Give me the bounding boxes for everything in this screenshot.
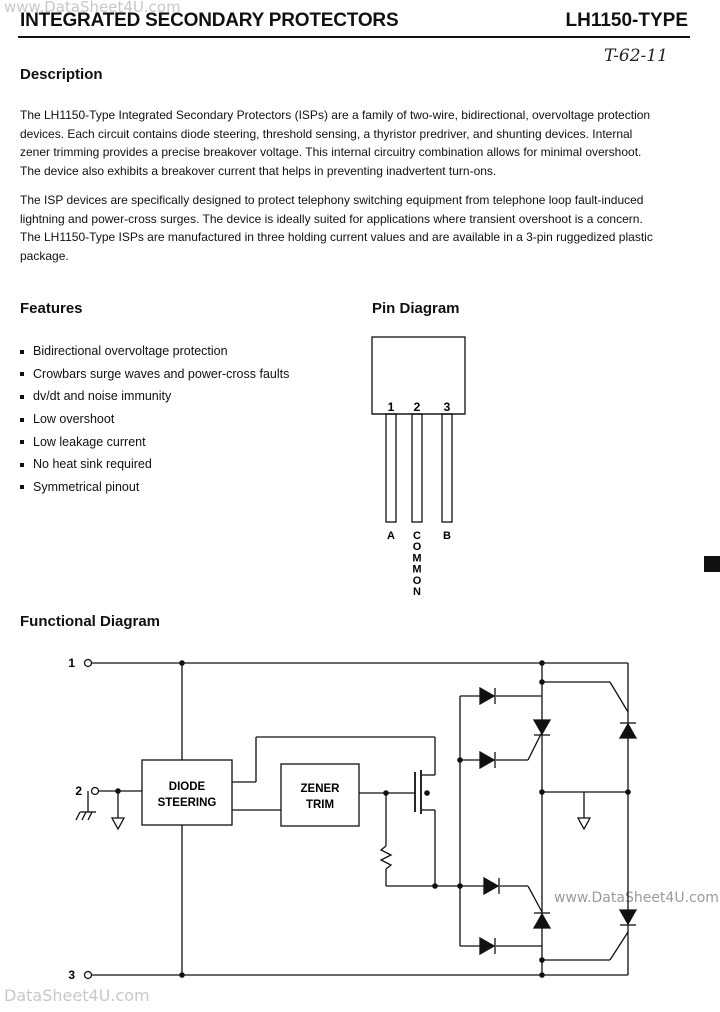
junction-dot xyxy=(539,660,545,666)
ground-icon xyxy=(576,817,592,831)
junction-dot xyxy=(539,972,545,978)
junction-dot xyxy=(539,789,545,795)
junction-dot xyxy=(457,757,463,763)
diode-steering-block xyxy=(141,759,233,826)
terminal-label-3: 3 xyxy=(68,968,75,982)
watermark-top: www.DataSheet4U.com xyxy=(4,0,181,16)
thyristor-icon xyxy=(618,909,638,926)
handwritten-note: T-62-11 xyxy=(604,46,668,66)
terminal-1 xyxy=(83,658,93,668)
junction-dot xyxy=(625,789,631,795)
diode-steering-label-2: STEERING xyxy=(158,797,217,809)
terminal-label-1: 1 xyxy=(68,656,75,670)
pin-name-b: B xyxy=(443,530,451,542)
zener-trim-label-1: ZENER xyxy=(301,783,341,795)
junction-dot xyxy=(539,679,545,685)
junction-dot xyxy=(179,660,185,666)
pin-name-a: A xyxy=(387,530,395,542)
junction-dot xyxy=(539,957,545,963)
pin-lead-3 xyxy=(441,413,453,523)
list-item: Low overshoot xyxy=(20,408,289,431)
terminal-3 xyxy=(83,970,93,980)
zener-trim-block xyxy=(280,763,360,827)
header-rule xyxy=(18,36,690,38)
bullet-icon xyxy=(20,485,24,490)
text-line: The ISP devices are specifically designe… xyxy=(20,193,644,207)
junction-dot xyxy=(115,788,121,794)
functional-diagram-heading: Functional Diagram xyxy=(20,613,161,630)
diode-icon xyxy=(479,686,496,706)
diode-icon xyxy=(479,936,496,956)
text-line: package. xyxy=(20,248,69,263)
text-line: devices. Each circuit contains diode ste… xyxy=(20,126,633,141)
list-item: Low leakage current xyxy=(20,430,289,453)
watermark-bottom: DataSheet4U.com xyxy=(4,986,150,1005)
bullet-icon xyxy=(20,462,24,467)
junction-dot xyxy=(424,790,430,796)
text-line: The device also exhibits a breakover cur… xyxy=(20,163,497,178)
bullet-icon xyxy=(20,349,24,354)
list-item: dv/dt and noise immunity xyxy=(20,385,289,408)
part-number: LH1150-TYPE xyxy=(565,10,689,31)
terminal-2 xyxy=(90,786,100,796)
text-line: lightning and power-cross surges. The de… xyxy=(20,211,643,226)
diode-icon xyxy=(479,750,496,770)
diode-steering-label-1: DIODE xyxy=(169,781,206,793)
section-tab-marker xyxy=(704,556,720,572)
pin-number-3: 3 xyxy=(444,400,451,414)
pin-number-1: 1 xyxy=(388,400,395,414)
pin-lead-1 xyxy=(385,413,397,523)
functional-diagram: 1 2 3 DIODE STEERING ZENER TRIM xyxy=(68,656,638,982)
list-item: Crowbars surge waves and power-cross fau… xyxy=(20,363,289,386)
junction-dot xyxy=(179,972,185,978)
thyristor-icon xyxy=(532,719,552,736)
junction-dot xyxy=(432,883,438,889)
list-item: Symmetrical pinout xyxy=(20,476,289,499)
text-line: The LH1150-Type ISPs are manufactured in… xyxy=(20,230,653,244)
bullet-icon xyxy=(20,417,24,422)
junction-dot xyxy=(457,883,463,889)
thyristor-icon xyxy=(532,912,552,929)
features-heading: Features xyxy=(20,300,83,317)
description-paragraph-2: The ISP devices are specifically designe… xyxy=(20,191,692,265)
document-title: INTEGRATED SECONDARY PROTECTORS xyxy=(20,10,399,31)
bullet-icon xyxy=(20,372,24,377)
pin-number-2: 2 xyxy=(414,400,421,414)
pin-diagram-heading: Pin Diagram xyxy=(372,300,460,317)
bullet-icon xyxy=(20,394,24,399)
pin-lead-2 xyxy=(411,413,423,523)
thyristor-icon xyxy=(618,722,638,739)
ground-icon xyxy=(110,817,126,831)
text-line: The LH1150-Type Integrated Secondary Pro… xyxy=(20,108,651,122)
bullet-icon xyxy=(20,440,24,445)
terminal-label-2: 2 xyxy=(75,784,82,798)
list-item: No heat sink required xyxy=(20,453,289,476)
description-paragraph-1: The LH1150-Type Integrated Secondary Pro… xyxy=(20,106,692,180)
description-heading: Description xyxy=(20,66,103,83)
diode-icon xyxy=(483,876,500,896)
watermark-middle: www.DataSheet4U.com xyxy=(554,890,719,906)
list-item: Bidirectional overvoltage protection xyxy=(20,340,289,363)
text-line: zener trimming provides a precise breako… xyxy=(20,145,642,159)
junction-dot xyxy=(383,790,389,796)
features-list: Bidirectional overvoltage protection Cro… xyxy=(20,340,289,498)
zener-trim-label-2: TRIM xyxy=(306,799,334,811)
